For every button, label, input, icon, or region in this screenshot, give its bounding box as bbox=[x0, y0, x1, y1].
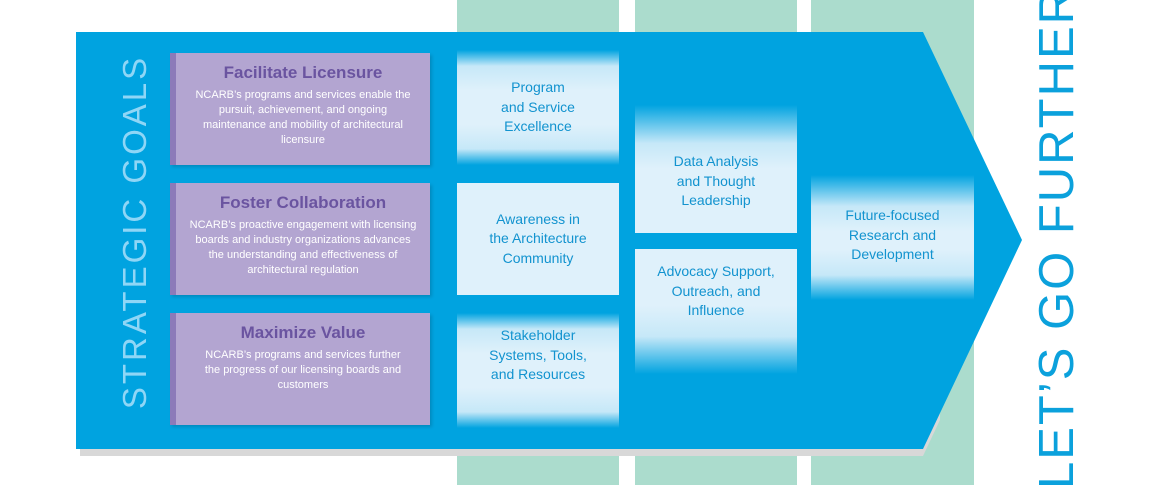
initiative-label: Data Analysis and Thought Leadership bbox=[673, 153, 759, 209]
goal-text: NCARB’s proactive engagement with licens… bbox=[189, 219, 417, 276]
initiative-label: Future-focused Research and Development bbox=[845, 207, 940, 263]
initiative-label: Advocacy Support, Outreach, and Influenc… bbox=[657, 263, 775, 319]
initiative-data-analysis: Data Analysis and Thought Leadership bbox=[635, 105, 797, 233]
initiative-label: Stakeholder Systems, Tools, and Resource… bbox=[489, 327, 587, 383]
goal-title: Foster Collaboration bbox=[219, 193, 387, 212]
goal-title: Maximize Value bbox=[240, 323, 366, 342]
initiative-advocacy-support: Advocacy Support, Outreach, and Influenc… bbox=[635, 249, 797, 374]
goal-text: NCARB’s programs and services enable the… bbox=[195, 89, 411, 146]
goal-title: Facilitate Licensure bbox=[223, 63, 383, 82]
initiative-stakeholder-systems: Stakeholder Systems, Tools, and Resource… bbox=[457, 313, 619, 428]
goal-facilitate-licensure: Facilitate Licensure NCARB’s programs an… bbox=[170, 53, 430, 165]
strategic-goals-label: STRATEGIC GOALS bbox=[116, 54, 153, 410]
goal-foster-collaboration: Foster Collaboration NCARB’s proactive e… bbox=[170, 183, 430, 295]
initiative-program-service-excellence: Program and Service Excellence bbox=[457, 50, 619, 165]
goal-maximize-value: Maximize Value NCARB’s programs and serv… bbox=[170, 313, 430, 425]
initiative-awareness: Awareness in the Architecture Community bbox=[457, 183, 619, 295]
initiative-label: Awareness in the Architecture Community bbox=[489, 210, 587, 266]
lets-go-further-label: LET’S GO FURTHER bbox=[1030, 0, 1084, 485]
initiative-label: Program and Service Excellence bbox=[501, 79, 575, 135]
goal-text: NCARB’s programs and services further th… bbox=[204, 349, 402, 391]
initiative-future-research: Future-focused Research and Development bbox=[811, 175, 974, 300]
